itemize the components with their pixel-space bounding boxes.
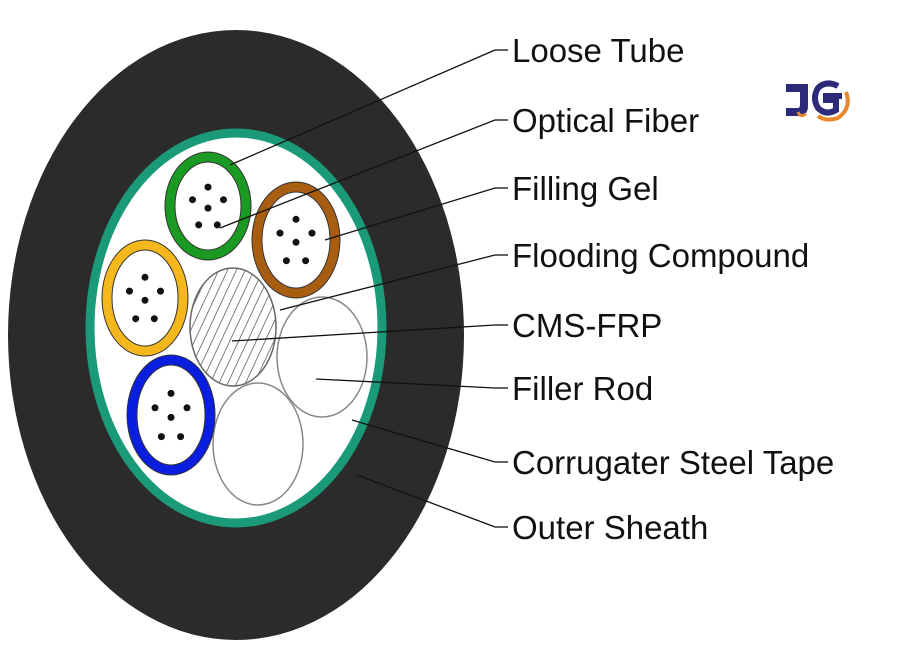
label-filling-gel: Filling Gel — [512, 170, 659, 207]
optical-fiber — [302, 257, 310, 265]
label-outer-sheath: Outer Sheath — [512, 509, 708, 546]
label-optical-fiber: Optical Fiber — [512, 102, 699, 139]
optical-fiber — [157, 433, 165, 441]
optical-fiber — [213, 221, 221, 229]
leader-line — [324, 187, 496, 241]
label-cms-frp: CMS-FRP — [512, 307, 662, 344]
loose-tube — [164, 151, 252, 261]
optical-fiber — [195, 221, 203, 229]
loose-tube — [251, 181, 341, 299]
loose-tube — [126, 354, 216, 476]
filler-rod — [276, 296, 368, 418]
label-corrugated-steel-tape: Corrugater Steel Tape — [512, 444, 834, 481]
cms-frp — [189, 267, 277, 387]
optical-fiber — [167, 413, 175, 421]
optical-fiber — [189, 196, 196, 204]
optical-fiber — [157, 287, 164, 295]
optical-fiber — [167, 389, 175, 397]
leader-line — [231, 324, 496, 342]
leader-line — [229, 49, 496, 166]
optical-fiber — [141, 296, 149, 304]
logo — [786, 80, 850, 122]
optical-fiber — [177, 433, 185, 441]
label-loose-tube: Loose Tube — [512, 32, 684, 69]
label-filler-rod: Filler Rod — [512, 370, 653, 407]
optical-fiber — [204, 183, 212, 191]
filler-rod — [212, 382, 304, 506]
optical-fiber — [151, 404, 159, 412]
leader-line — [351, 419, 496, 463]
optical-fiber — [308, 229, 316, 237]
optical-fiber — [141, 273, 149, 281]
optical-fiber — [126, 287, 133, 295]
leader-line — [279, 254, 496, 311]
leader-line — [219, 119, 496, 229]
leader-line — [356, 474, 496, 528]
optical-fiber — [292, 215, 300, 223]
loose-tube — [101, 239, 189, 357]
leader-line — [315, 378, 496, 389]
optical-fiber — [292, 238, 300, 246]
label-flooding-compound: Flooding Compound — [512, 237, 809, 274]
optical-fiber — [220, 196, 227, 204]
optical-fiber — [282, 257, 290, 265]
optical-fiber — [204, 204, 212, 212]
optical-fiber — [150, 315, 158, 323]
optical-fiber — [132, 315, 140, 323]
optical-fiber — [276, 229, 284, 237]
optical-fiber — [183, 404, 191, 412]
